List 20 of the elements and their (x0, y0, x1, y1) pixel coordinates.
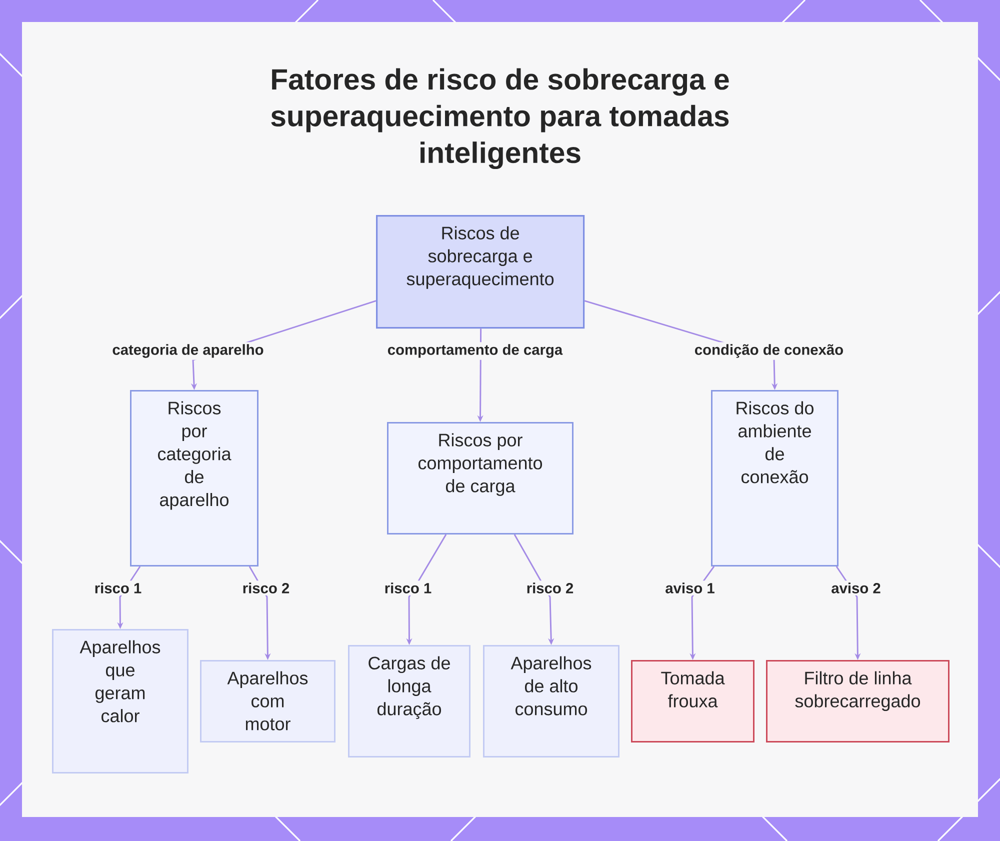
edge-label: risco 2 (524, 580, 576, 596)
title: Fatores de risco de sobrecarga e superaquecimento para tomadas inteligentes (271, 68, 729, 170)
edge-label: risco 1 (92, 580, 144, 596)
edge-label: risco 1 (382, 580, 434, 596)
edge-label: condição de conexão (692, 342, 846, 360)
risk-box: Cargas de longa duração (348, 645, 470, 758)
edge-label: aviso 2 (829, 580, 883, 596)
edge-label: categoria de aparelho (110, 342, 266, 360)
risk-box: Aparelhos que geram calor (52, 629, 188, 774)
risk-box: Aparelhos de alto consumo (483, 645, 620, 758)
risk-box: Aparelhos com motor (200, 660, 336, 742)
edge-label: aviso 1 (663, 580, 717, 596)
warning-box: Tomada frouxa (631, 660, 754, 742)
topic-box: Riscos de sobrecarga e superaquecimento (376, 215, 585, 329)
edge-label: comportamento de carga (385, 342, 565, 360)
category-box: Riscos por comportamento de carga (387, 422, 574, 534)
warning-box: Filtro de linha sobrecarregado (766, 660, 950, 742)
category-box: Riscos do ambiente de conexão (711, 390, 838, 566)
category-box: Riscos por categoria de aparelho (130, 390, 258, 566)
edge-label: risco 2 (240, 580, 292, 596)
